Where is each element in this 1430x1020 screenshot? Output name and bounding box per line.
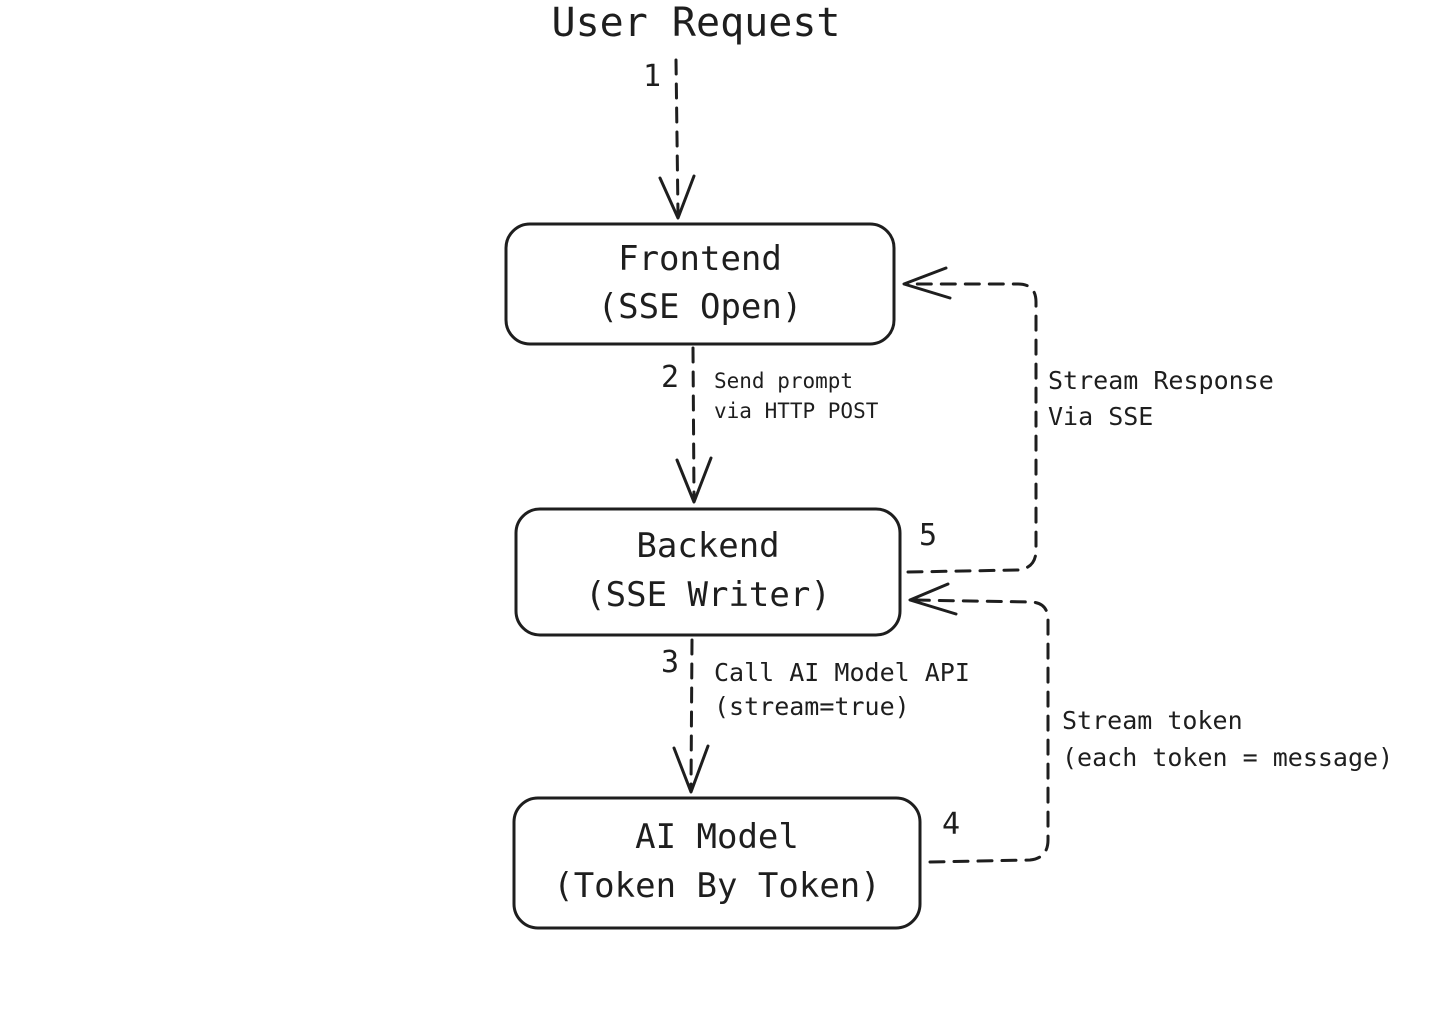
backend-title: Backend	[636, 526, 779, 566]
node-frontend: Frontend (SSE Open)	[504, 222, 896, 346]
edge-stream-response-line	[904, 282, 1038, 574]
frontend-box	[504, 222, 896, 346]
step-5-label: 5	[919, 518, 937, 553]
stream-response-label-line1: Stream Response	[1048, 366, 1274, 395]
edge-backend-to-frontend: 5 Stream Response Via SSE	[902, 266, 1274, 574]
step-3-label: 3	[661, 645, 679, 680]
ai-model-box	[512, 796, 922, 930]
stream-token-label-line1: Stream token	[1062, 706, 1243, 735]
node-ai-model: AI Model (Token By Token)	[512, 796, 922, 930]
frontend-title: Frontend	[618, 239, 782, 279]
edge-request-line	[674, 58, 680, 216]
edge-call-api-line	[689, 638, 694, 790]
call-api-label-line1: Call AI Model API	[714, 658, 970, 687]
edge-backend-to-ai-model: 3 Call AI Model API (stream=true)	[661, 638, 970, 794]
backend-subtitle: (SSE Writer)	[585, 575, 831, 615]
call-api-label-line2: (stream=true)	[714, 692, 910, 721]
arrow-left-icon	[902, 266, 952, 300]
stream-token-label-line2: (each token = message)	[1062, 743, 1393, 772]
backend-box	[514, 507, 902, 637]
edge-ai-model-to-backend: 4 Stream token (each token = message)	[908, 582, 1393, 864]
edge-send-prompt-line	[691, 346, 696, 500]
edge-stream-token-line	[910, 598, 1050, 864]
step-1-label: 1	[643, 59, 661, 94]
arrow-down-icon	[658, 174, 696, 220]
node-backend: Backend (SSE Writer)	[514, 507, 902, 637]
frontend-subtitle: (SSE Open)	[598, 287, 803, 327]
ai-model-title: AI Model	[635, 817, 799, 857]
arrow-down-icon	[672, 744, 710, 794]
edge-request-to-frontend: 1	[643, 58, 696, 220]
stream-response-label-line2: Via SSE	[1048, 402, 1153, 431]
ai-model-subtitle: (Token By Token)	[553, 866, 881, 906]
step-4-label: 4	[942, 807, 960, 842]
diagram-title: User Request	[552, 0, 841, 46]
arrow-left-icon	[908, 582, 958, 616]
step-2-label: 2	[661, 360, 679, 395]
send-prompt-label-line1: Send prompt	[714, 369, 853, 393]
arrow-down-icon	[675, 456, 713, 504]
send-prompt-label-line2: via HTTP POST	[714, 399, 879, 423]
edge-frontend-to-backend: 2 Send prompt via HTTP POST	[661, 346, 879, 504]
